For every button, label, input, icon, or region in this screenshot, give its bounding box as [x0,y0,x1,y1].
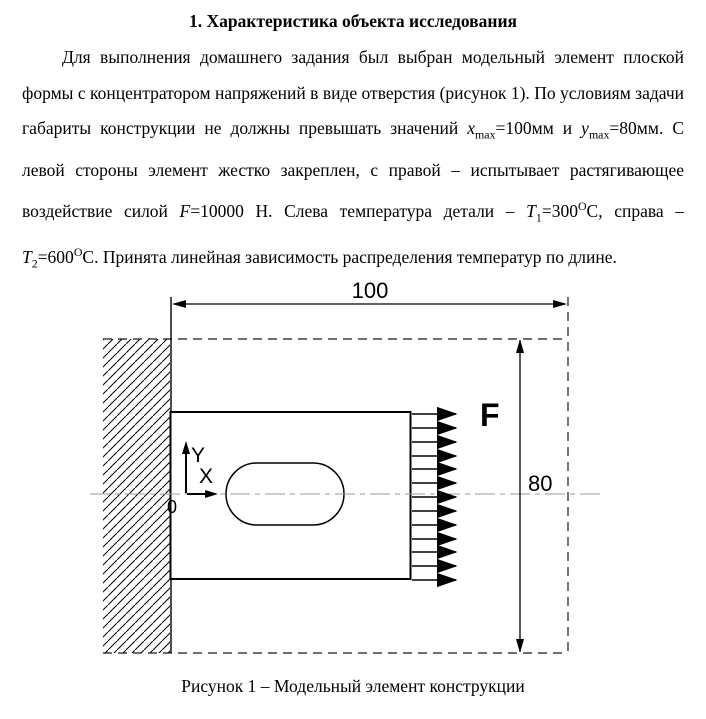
figure-caption: Рисунок 1 – Модельный элемент конструкци… [181,676,525,697]
force-label: F [480,397,500,433]
origin-label: 0 [167,497,177,517]
dimension-width-label: 100 [352,282,389,303]
axis-y-label: Y [191,444,205,467]
fixed-wall-hatch [103,339,170,654]
section-title: 1. Характеристика объекта исследования [188,11,518,31]
model-element-schematic: Y X 0 F [90,282,602,654]
force-arrows [412,406,458,588]
bounding-box-dashed [103,297,569,654]
axis-x-label: X [199,465,213,488]
body-paragraph: Для выполнения домашнего задания был выб… [22,47,684,271]
coordinate-axes: Y X 0 [167,441,218,517]
dimension-height: 80 [516,339,552,654]
dimension-height-label: 80 [528,471,552,496]
x-axis-arrow-icon [205,490,218,499]
figure-drawing: Y X 0 F [0,282,706,670]
y-axis-arrow-icon [182,441,190,455]
dimension-width: 100 [172,282,567,309]
